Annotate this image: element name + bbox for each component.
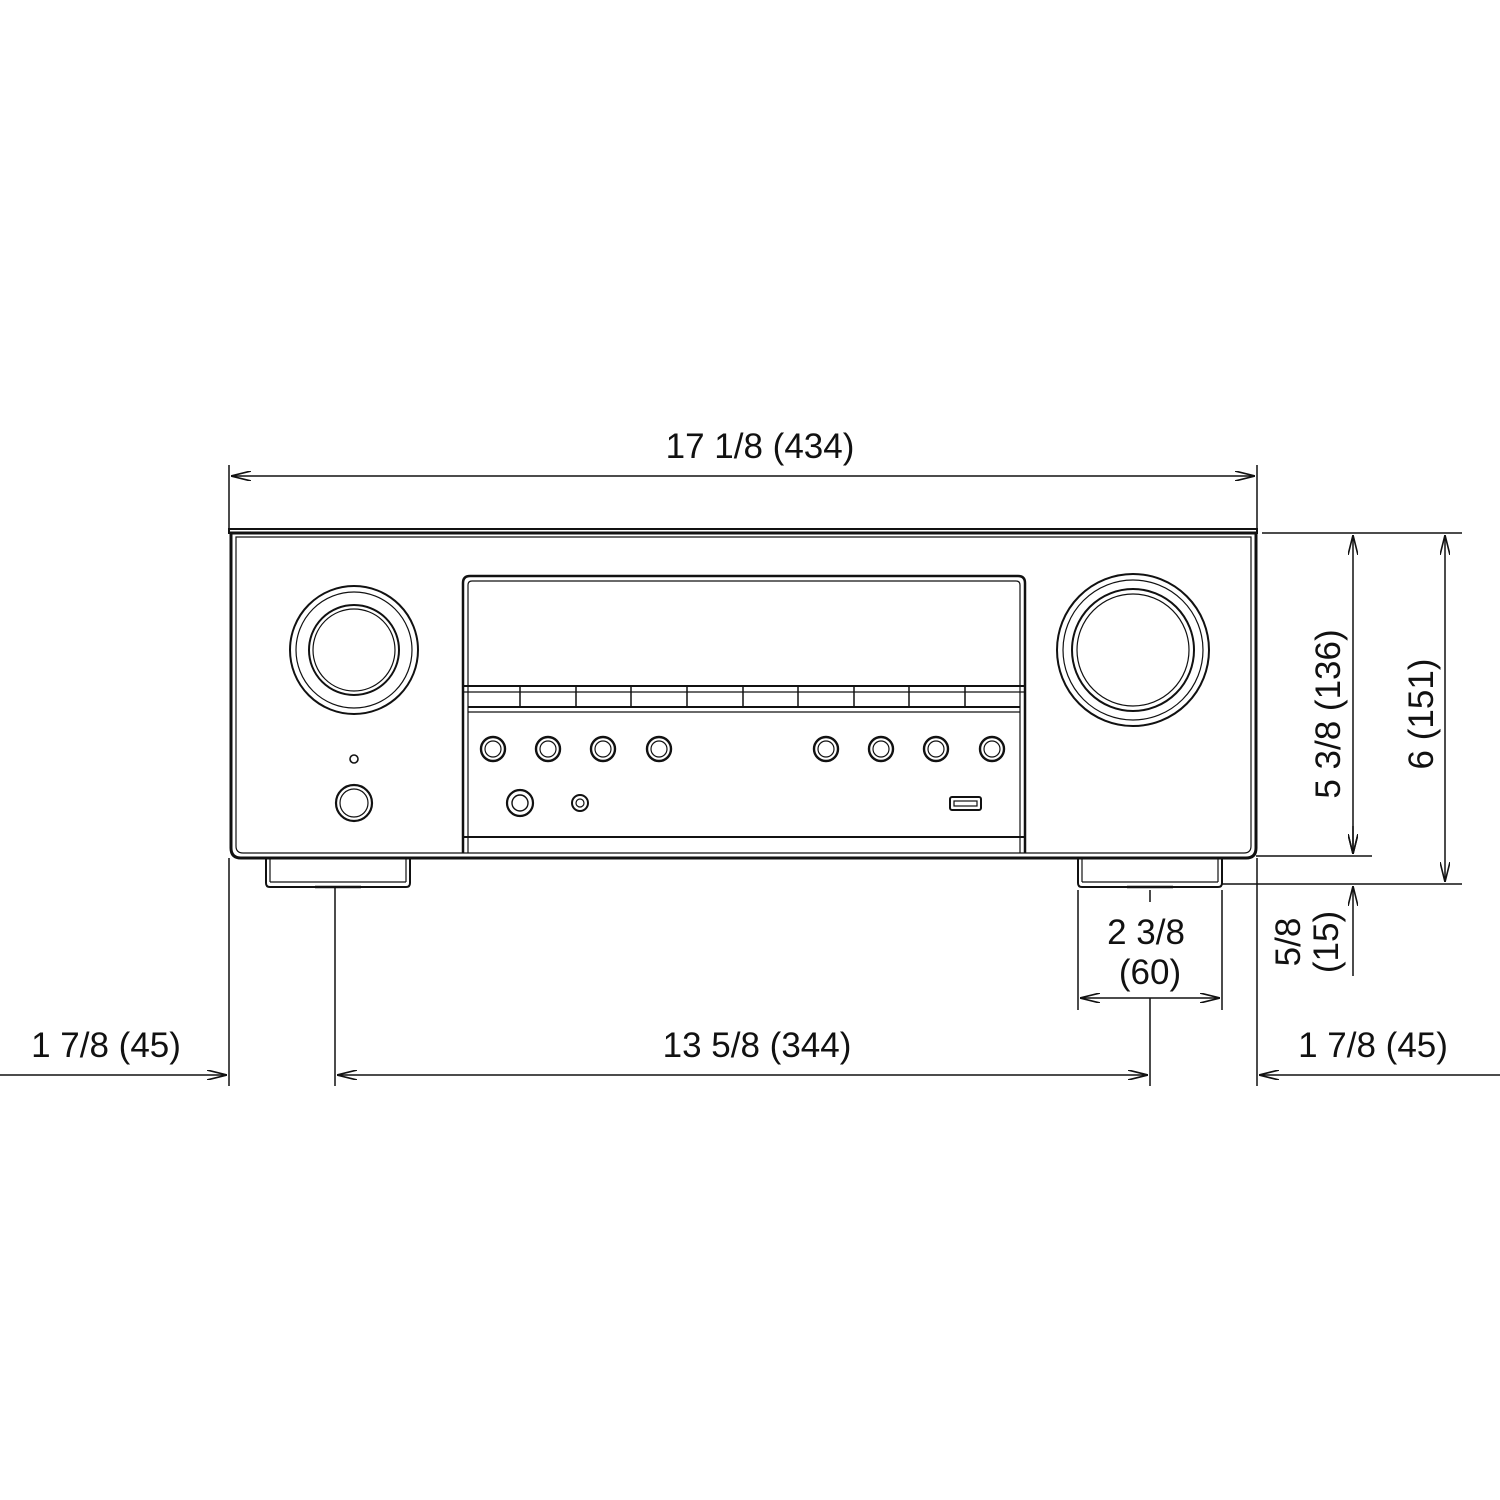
control-button (479, 735, 507, 763)
master-volume-knob (1056, 573, 1210, 727)
control-button (922, 735, 950, 763)
control-button (645, 735, 673, 763)
setup-mic-jack (571, 794, 589, 812)
control-button (589, 735, 617, 763)
right-offset-label: 1 7/8 (45) (1298, 1026, 1448, 1065)
control-buttons (479, 735, 1006, 763)
control-button (534, 735, 562, 763)
control-button (978, 735, 1006, 763)
chassis-inner-edge (235, 536, 1252, 854)
foot-spacing-label: 13 5/8 (344) (663, 1026, 852, 1065)
overall-height-label: 6 (151) (1402, 659, 1441, 770)
receiver-body (228, 528, 1258, 860)
input-selector-knob (289, 585, 419, 715)
headphone-jack (505, 788, 535, 818)
foot-height-mm-label: (15) (1307, 911, 1346, 973)
foot-width-inch-label: 2 3/8 (1107, 913, 1185, 952)
left-foot (265, 858, 411, 889)
overall-width-label: 17 1/8 (434) (666, 427, 855, 466)
control-button (812, 735, 840, 763)
center-panel (461, 574, 1027, 853)
usb-port (949, 796, 982, 811)
left-offset-label: 1 7/8 (45) (31, 1026, 181, 1065)
foot-height-inch-label: 5/8 (1269, 918, 1308, 967)
chassis-outline (229, 531, 1258, 860)
power-indicator (349, 754, 359, 764)
body-height-label: 5 3/8 (136) (1309, 629, 1348, 798)
dimension-lines (0, 465, 1500, 1086)
foot-width-mm-label: (60) (1119, 953, 1181, 992)
source-button-strip (519, 686, 966, 707)
right-foot (1077, 858, 1223, 889)
control-button (867, 735, 895, 763)
power-button (334, 783, 374, 823)
